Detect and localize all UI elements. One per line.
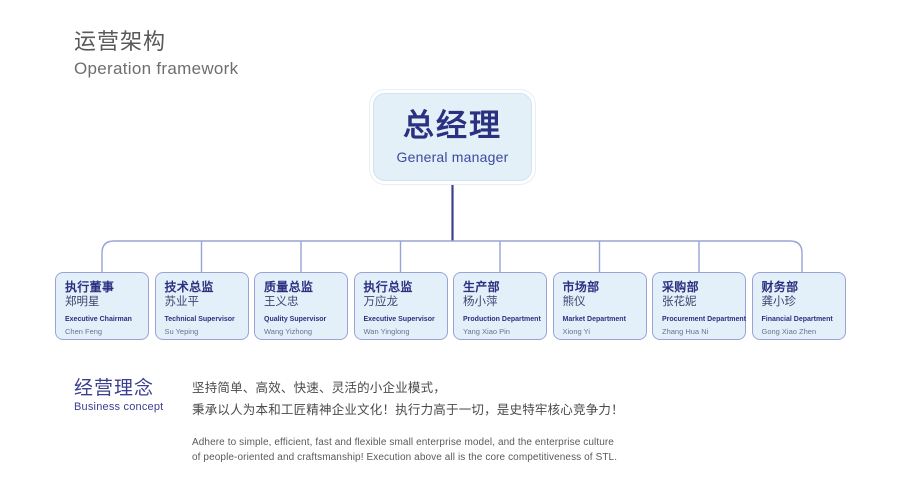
dept-title-zh: 市场部 [562,280,600,294]
dept-title-en: Financial Department [761,315,833,323]
node-procurement-department[interactable]: 采购部 张花妮 Procurement Department Zhang Hua… [652,272,746,340]
node-quality-supervisor[interactable]: 质量总监 王义忠 Quality Supervisor Wang Yizhong [254,272,348,340]
dept-person-zh: 郑明星 [65,296,100,309]
dept-title-zh: 生产部 [463,280,500,294]
dept-title-zh: 财务部 [761,280,799,294]
node-production-department[interactable]: 生产部 杨小萍 Production Department Yang Xiao … [453,272,547,340]
concept-zh-line-2: 秉承以人为本和工匠精神企业文化！执行力高于一切，是史特牢核心竞争力！ [192,402,624,417]
dept-person-en: Zhang Hua Ni [662,327,709,336]
dept-title-en: Market Department [562,315,626,323]
dept-person-zh: 苏业平 [164,296,200,309]
dept-title-zh: 技术总监 [164,280,214,294]
node-executive-chairman[interactable]: 执行董事 郑明星 Executive Chairman Chen Feng [55,272,149,340]
dept-person-en: Chen Feng [65,327,103,336]
dept-title-en: Executive Supervisor [363,315,435,323]
business-concept-body: 坚持简单、高效、快速、灵活的小企业模式， 秉承以人为本和工匠精神企业文化！执行力… [192,378,852,465]
dept-title-zh: 执行总监 [363,280,413,294]
business-concept-label-zh: 经营理念 [74,378,155,399]
dept-person-zh: 熊仪 [562,296,586,309]
dept-person-zh: 张花妮 [662,296,697,309]
dept-person-zh: 王义忠 [264,296,299,309]
dept-title-en: Production Department [463,315,541,323]
dept-title-en: Procurement Department [662,315,747,323]
dept-person-en: Gong Xiao Zhen [761,327,817,336]
concept-en-block: Adhere to simple, efficient, fast and fl… [192,435,852,465]
dept-person-zh: 杨小萍 [463,296,498,309]
concept-zh-line-1: 坚持简单、高效、快速、灵活的小企业模式， [192,381,447,395]
horizontal-bus-line [101,240,803,272]
page-title-en: Operation framework [74,58,239,78]
dept-person-zh: 万应龙 [363,296,399,309]
concept-en-line-2: of people-oriented and craftsmanship! Ex… [192,451,618,463]
dept-title-zh: 质量总监 [264,280,314,294]
node-technical-supervisor[interactable]: 技术总监 苏业平 Technical Supervisor Su Yeping [154,272,249,340]
node-financial-department[interactable]: 财务部 龚小珍 Financial Department Gong Xiao Z… [751,272,846,340]
dept-title-en: Technical Supervisor [164,315,235,323]
department-row: 执行董事 郑明星 Executive Chairman Chen Feng 技术… [55,272,849,340]
general-manager-title-en: General manager [396,148,509,165]
dept-title-en: Quality Supervisor [264,315,327,323]
dept-person-en: Su Yeping [164,327,199,336]
page-title: 运营架构 Operation framework [74,28,238,80]
dept-title-zh: 采购部 [662,280,699,294]
dept-title-en: Executive Chairman [65,315,132,323]
business-concept-label-en: Business concept [74,400,164,413]
dept-person-en: Xiong Yi [562,327,591,336]
node-market-department[interactable]: 市场部 熊仪 Market Department Xiong Yi [552,272,647,340]
dept-title-zh: 执行董事 [65,280,115,294]
dept-person-zh: 龚小珍 [761,296,797,309]
business-concept-label: 经营理念 Business concept [74,378,189,414]
dept-person-en: Yang Xiao Pin [463,327,510,336]
general-manager-title-zh: 总经理 [403,108,502,144]
page-title-zh: 运营架构 [74,29,167,54]
node-executive-supervisor[interactable]: 执行总监 万应龙 Executive Supervisor Wan Yinglo… [353,272,448,340]
node-general-manager[interactable]: 总经理 General manager [373,93,532,181]
dept-person-en: Wang Yizhong [264,327,313,336]
concept-en-line-1: Adhere to simple, efficient, fast and fl… [192,436,614,448]
dept-person-en: Wan Yinglong [363,327,410,336]
